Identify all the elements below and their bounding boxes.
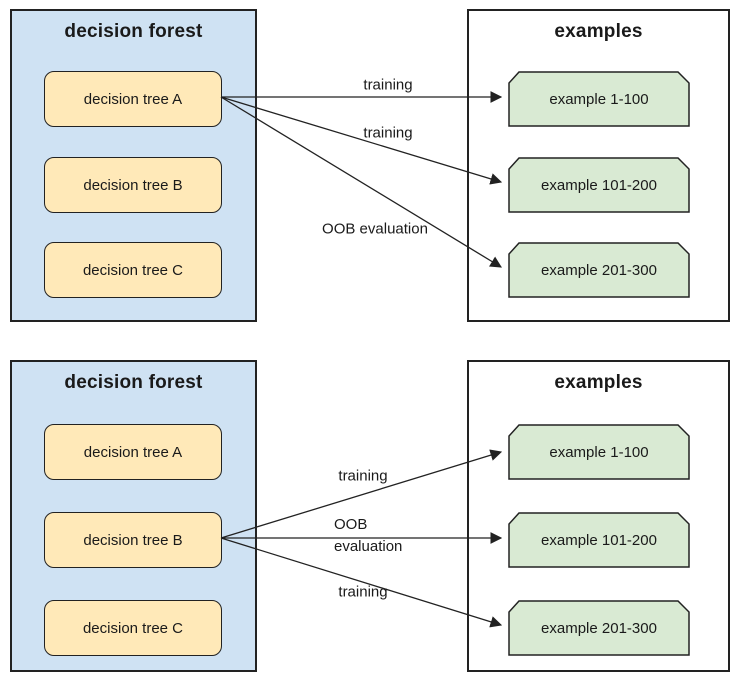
- example-label: example 101-200: [541, 176, 657, 194]
- tree-box-b-top: decision tree B: [44, 157, 222, 213]
- tree-box-c-top: decision tree C: [44, 242, 222, 298]
- example-box-2-bottom: example 101-200: [508, 512, 690, 568]
- arrow-top-training-2: [220, 96, 503, 185]
- tree-box-label: decision tree A: [83, 90, 183, 108]
- example-label: example 101-200: [541, 531, 657, 549]
- example-label: example 201-300: [541, 619, 657, 637]
- tree-box-label: decision tree C: [82, 619, 184, 637]
- example-box-2-top: example 101-200: [508, 157, 690, 213]
- arrow-label-training-top-1: training: [363, 76, 413, 94]
- tree-box-label: decision tree B: [83, 531, 183, 549]
- example-card-shape: [508, 600, 690, 656]
- arrow-label-oob-evaluation-bottom: OOB evaluation: [334, 514, 402, 558]
- examples-panel-title: examples: [554, 21, 643, 42]
- example-box-1-top: example 1-100: [508, 71, 690, 127]
- arrow-label-training-bottom-2: training: [338, 583, 388, 601]
- forest-panel-title: decision forest: [64, 21, 203, 42]
- example-box-3-top: example 201-300: [508, 242, 690, 298]
- example-card-shape: [508, 242, 690, 298]
- oob-label-line1: OOB: [334, 516, 368, 533]
- example-label: example 1-100: [549, 90, 649, 108]
- examples-panel-top: examples example 1-100 example 101-200 e…: [467, 9, 730, 322]
- tree-box-a-top: decision tree A: [44, 71, 222, 127]
- tree-box-label: decision tree C: [82, 261, 184, 279]
- example-card-shape: [508, 424, 690, 480]
- tree-box-a-bottom: decision tree A: [44, 424, 222, 480]
- forest-panel-top: decision forest decision tree A decision…: [10, 9, 257, 322]
- oob-label-line2: evaluation: [334, 538, 403, 555]
- examples-panel-bottom: examples example 1-100 example 101-200 e…: [467, 360, 730, 672]
- examples-panel-title: examples: [554, 372, 643, 393]
- tree-box-label: decision tree A: [83, 443, 183, 461]
- forest-panel-title: decision forest: [64, 372, 203, 393]
- arrow-top-oob-evaluation: [220, 96, 503, 268]
- arrow-label-oob-evaluation-top: OOB evaluation: [322, 220, 428, 238]
- example-box-3-bottom: example 201-300: [508, 600, 690, 656]
- example-card-shape: [508, 71, 690, 127]
- arrow-label-training-bottom-1: training: [338, 467, 388, 485]
- example-box-1-bottom: example 1-100: [508, 424, 690, 480]
- example-label: example 201-300: [541, 261, 657, 279]
- example-card-shape: [508, 157, 690, 213]
- tree-box-c-bottom: decision tree C: [44, 600, 222, 656]
- tree-box-b-bottom: decision tree B: [44, 512, 222, 568]
- arrow-label-training-top-2: training: [363, 124, 413, 142]
- example-label: example 1-100: [549, 443, 649, 461]
- tree-box-label: decision tree B: [83, 176, 183, 194]
- forest-panel-bottom: decision forest decision tree A decision…: [10, 360, 257, 672]
- example-card-shape: [508, 512, 690, 568]
